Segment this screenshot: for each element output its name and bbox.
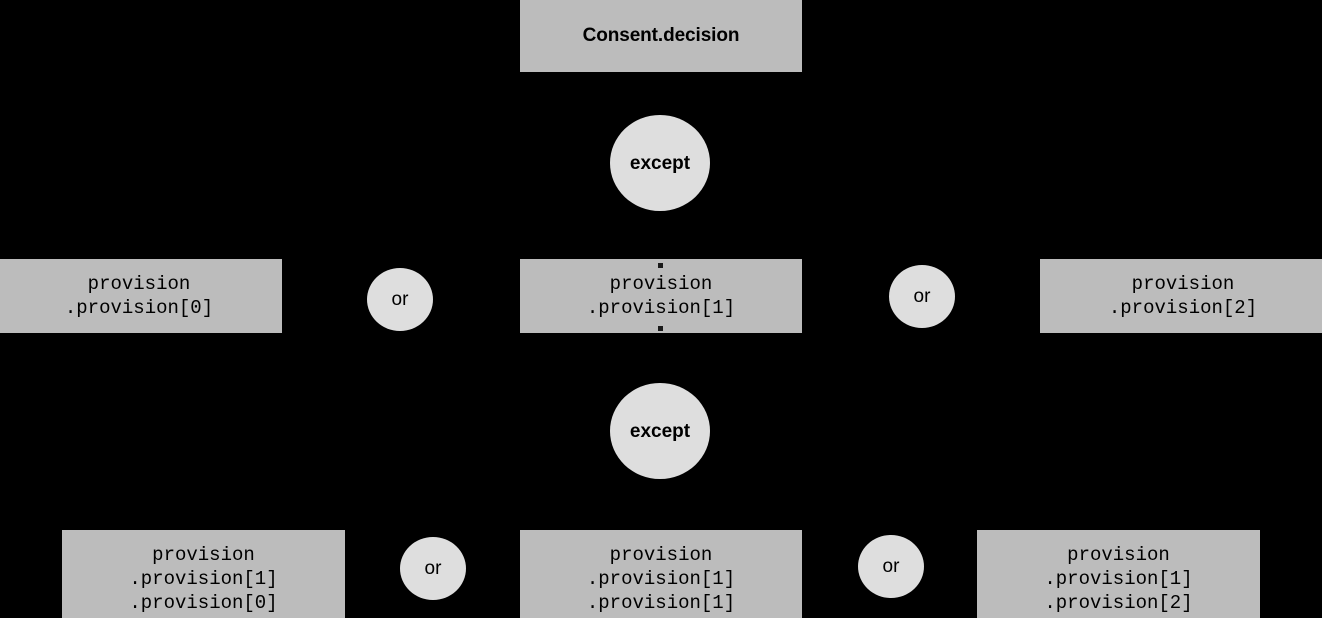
joiner-or-level-1-a[interactable]: or [367,268,433,331]
node-provision-0-label: provision .provision[0] [64,272,214,319]
joiner-or-level-1-b[interactable]: or [889,265,955,328]
joiner-or-level-2-b-label: or [882,556,900,577]
joiner-or-level-1-b-label: or [913,286,931,307]
node-provision-2[interactable]: provision .provision[2] [1040,259,1322,333]
node-provision-1[interactable]: provision .provision[1] [520,259,802,333]
node-provision-1-0-label: provision .provision[1] .provision[0] [129,543,278,615]
node-provision-1-0[interactable]: provision .provision[1] .provision[0] [62,530,345,618]
node-provision-1-2-label: provision .provision[1] .provision[2] [1044,543,1193,615]
joiner-or-level-2-b[interactable]: or [858,535,924,598]
joiner-or-level-2-a[interactable]: or [400,537,466,600]
edge-anchor-top-dot [658,263,663,268]
node-provision-1-label: provision .provision[1] [586,272,736,319]
node-provision-2-label: provision .provision[2] [1108,272,1258,319]
node-provision-1-2[interactable]: provision .provision[1] .provision[2] [977,530,1260,618]
operator-except-level-1-label: except [629,152,691,174]
node-provision-1-1[interactable]: provision .provision[1] .provision[1] [520,530,802,618]
node-provision-0[interactable]: provision .provision[0] [0,259,282,333]
node-consent-decision-label: Consent.decision [582,24,740,46]
edge-anchor-bottom-dot [658,326,663,331]
node-consent-decision[interactable]: Consent.decision [520,0,802,72]
operator-except-level-2[interactable]: except [610,383,710,479]
node-provision-1-1-label: provision .provision[1] .provision[1] [586,543,736,615]
operator-except-level-2-label: except [629,420,691,442]
joiner-or-level-2-a-label: or [424,558,442,579]
operator-except-level-1[interactable]: except [610,115,710,211]
joiner-or-level-1-a-label: or [391,289,409,310]
